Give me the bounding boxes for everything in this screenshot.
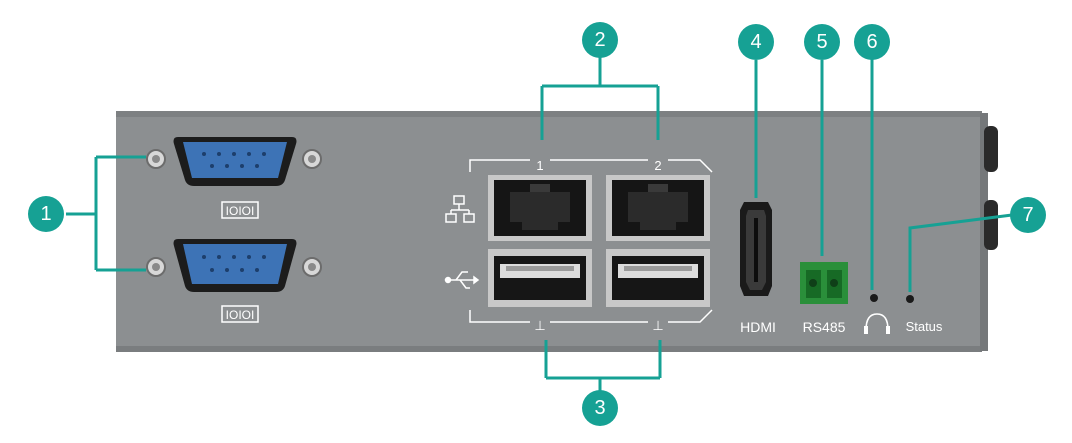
chassis-bottom-edge (116, 346, 982, 352)
serial-symbol-bottom: IOIOI (221, 305, 259, 323)
status-led (906, 295, 914, 303)
svg-text:7: 7 (1022, 204, 1033, 226)
hdmi-port (740, 202, 772, 296)
svg-text:3: 3 (594, 397, 605, 419)
side-knob-lower (984, 200, 998, 250)
usb-port-2 (606, 249, 710, 307)
serial-port-bottom (146, 239, 322, 292)
lan-port-1-label: 1 (536, 158, 543, 173)
lan-port-1 (488, 175, 592, 241)
svg-text:2: 2 (594, 29, 605, 51)
side-knob-upper (984, 126, 998, 172)
lan-port-2-label: 2 (654, 158, 661, 173)
hdmi-label: HDMI (740, 319, 776, 335)
svg-text:4: 4 (750, 31, 761, 53)
reset-pinhole (870, 294, 878, 302)
headphone-icon (864, 313, 890, 334)
rs485-terminal (800, 262, 848, 304)
rs485-label: RS485 (803, 319, 846, 335)
lan-port-2 (606, 175, 710, 241)
svg-text:6: 6 (866, 31, 877, 53)
network-icon (445, 195, 475, 223)
usb-port-2-label: ⊥ (652, 318, 663, 333)
svg-text:IOIOI: IOIOI (226, 204, 255, 218)
callout-7: 7 (1010, 197, 1046, 233)
serial-port-top (146, 137, 322, 186)
callout-2: 2 (582, 22, 618, 58)
port-group-frame (469, 159, 713, 323)
usb-port-1 (488, 249, 592, 307)
usb-icon (444, 271, 480, 289)
status-label: Status (906, 319, 943, 334)
callout-5: 5 (804, 24, 840, 60)
callout-leaders (66, 56, 1013, 392)
serial-symbol-top: IOIOI (221, 201, 259, 219)
callout-3: 3 (582, 390, 618, 426)
usb-port-1-label: ⊥ (534, 318, 545, 333)
callout-6: 6 (854, 24, 890, 60)
svg-text:5: 5 (816, 31, 827, 53)
callout-1: 1 (28, 196, 64, 232)
callout-4: 4 (738, 24, 774, 60)
chassis-top-edge (116, 111, 982, 117)
svg-text:IOIOI: IOIOI (226, 308, 255, 322)
svg-text:1: 1 (40, 203, 51, 225)
